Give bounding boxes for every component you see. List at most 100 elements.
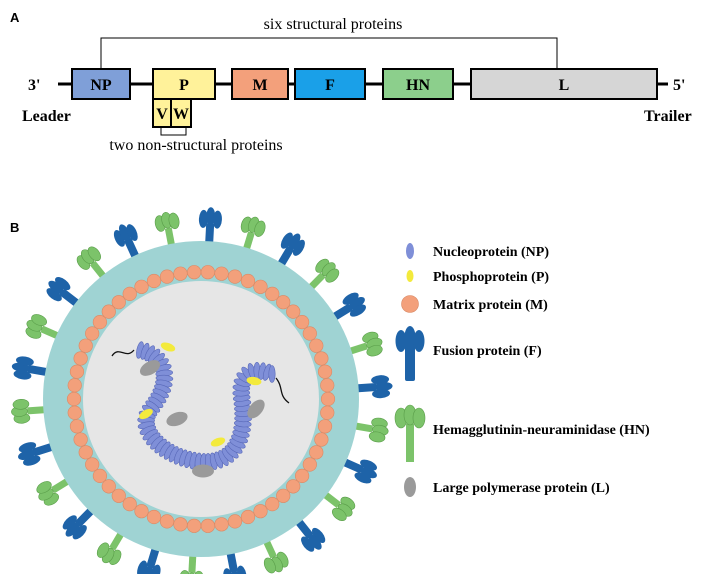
- fusion-protein-icon: [395, 326, 425, 381]
- panel-b-label: B: [10, 220, 19, 235]
- matrix-protein: [146, 273, 162, 289]
- matrix-protein: [295, 468, 310, 483]
- matrix-protein: [187, 518, 202, 533]
- matrix-protein: [286, 304, 301, 319]
- trailer-label: Trailer: [644, 108, 692, 125]
- hn-protein-icon: [25, 314, 67, 343]
- three-prime-label: 3': [28, 77, 40, 94]
- gene-label-np: NP: [90, 77, 112, 94]
- hn-protein-icon: [316, 486, 356, 521]
- panel-a-label: A: [10, 10, 20, 25]
- subgene-label-v: V: [156, 106, 168, 123]
- matrix-protein: [111, 488, 126, 503]
- matrix-protein: [314, 351, 329, 366]
- matrix-protein: [67, 405, 82, 420]
- matrix-protein: [214, 517, 229, 532]
- matrix-protein: [309, 445, 324, 460]
- gene-l: L: [470, 68, 658, 100]
- matrix-protein: [286, 479, 301, 494]
- matrix-protein-icon: [401, 295, 419, 313]
- matrix-protein: [92, 315, 107, 330]
- legend-text-matrix: Matrix protein (M): [433, 298, 548, 313]
- panel-a: A six structural proteins 3' 5' Leader T…: [10, 10, 692, 154]
- gene-np: NP: [71, 68, 131, 100]
- matrix-protein: [253, 504, 268, 519]
- rna-strand: [275, 377, 290, 404]
- matrix-protein: [85, 457, 100, 472]
- legend-text-polymerase: Large polymerase protein (L): [433, 481, 610, 496]
- matrix-protein: [111, 295, 126, 310]
- polymerase-protein-icon: [404, 477, 416, 497]
- matrix-protein: [302, 326, 317, 341]
- matrix-protein: [134, 279, 149, 294]
- legend-text-fusion: Fusion protein (F): [433, 344, 542, 359]
- matrix-protein: [78, 338, 93, 353]
- matrix-protein: [159, 269, 175, 284]
- hn-protein-icon: [96, 524, 129, 565]
- polymerase-protein: [247, 399, 265, 419]
- nucleoprotein-icon: [406, 243, 414, 259]
- matrix-protein: [320, 378, 335, 393]
- phosphoprotein: [139, 408, 153, 420]
- matrix-protein: [78, 445, 93, 460]
- gene-label-m: M: [252, 77, 267, 94]
- matrix-protein: [276, 488, 291, 503]
- matrix-protein: [200, 518, 215, 533]
- matrix-protein: [253, 279, 268, 294]
- gene-hn: HN: [382, 68, 454, 100]
- panel-b: B Nucleoprotein (NP) Phosphoprotein (P) Ma…: [10, 207, 650, 574]
- matrix-protein: [69, 419, 85, 434]
- gene-box-np: [71, 68, 131, 100]
- gene-box-m: [231, 68, 289, 100]
- subgene-label-w: W: [173, 106, 189, 123]
- matrix-protein: [302, 457, 317, 472]
- matrix-protein: [67, 378, 82, 393]
- polymerase-protein: [166, 411, 188, 427]
- phosphoprotein: [246, 376, 262, 386]
- legend-item-matrix: Matrix protein (M): [401, 295, 548, 313]
- rna-strand: [111, 349, 135, 357]
- phosphoprotein: [210, 437, 226, 447]
- matrix-protein: [101, 304, 116, 319]
- matrix-protein: [240, 273, 256, 289]
- structural-bracket: [100, 37, 558, 68]
- gene-box-f: [294, 68, 366, 100]
- phosphoprotein-icon: [406, 270, 414, 282]
- gene-box-p: [152, 68, 216, 100]
- matrix-protein: [73, 432, 88, 447]
- matrix-protein: [122, 286, 137, 301]
- matrix-protein: [187, 265, 202, 280]
- matrix-protein: [227, 269, 243, 284]
- matrix-protein: [309, 338, 324, 353]
- matrix-protein: [85, 326, 100, 341]
- matrix-protein: [214, 266, 229, 281]
- matrix-protein: [317, 364, 333, 379]
- legend-text-phosphoprotein: Phosphoprotein (P): [433, 270, 549, 285]
- gene-box-hn: [382, 68, 454, 100]
- leader-label: Leader: [22, 108, 71, 125]
- gene-f: F: [294, 68, 366, 100]
- polymerase-protein: [139, 360, 161, 376]
- matrix-protein: [227, 514, 243, 529]
- matrix-protein: [69, 364, 85, 379]
- five-prime-label: 5': [673, 77, 685, 94]
- structural-caption: six structural proteins: [264, 16, 403, 33]
- legend-item-nucleoprotein: Nucleoprotein (NP): [406, 243, 549, 260]
- legend-text-hn: Hemagglutinin-neuraminidase (HN): [433, 423, 650, 438]
- matrix-protein: [317, 419, 333, 434]
- matrix-protein: [92, 468, 107, 483]
- matrix-protein: [173, 517, 188, 532]
- nonstructural-caption: two non-structural proteins: [109, 137, 282, 154]
- gene-box-l: [470, 68, 658, 100]
- virion-interior: [83, 281, 319, 517]
- legend-item-phosphoprotein: Phosphoprotein (P): [406, 270, 549, 285]
- gene-label-hn: HN: [406, 77, 430, 94]
- matrix-protein: [122, 497, 137, 512]
- matrix-protein: [101, 479, 116, 494]
- matrix-protein: [314, 432, 329, 447]
- matrix-protein: [173, 266, 188, 281]
- matrix-protein: [134, 504, 149, 519]
- ribonucleoprotein-complex: [111, 341, 290, 478]
